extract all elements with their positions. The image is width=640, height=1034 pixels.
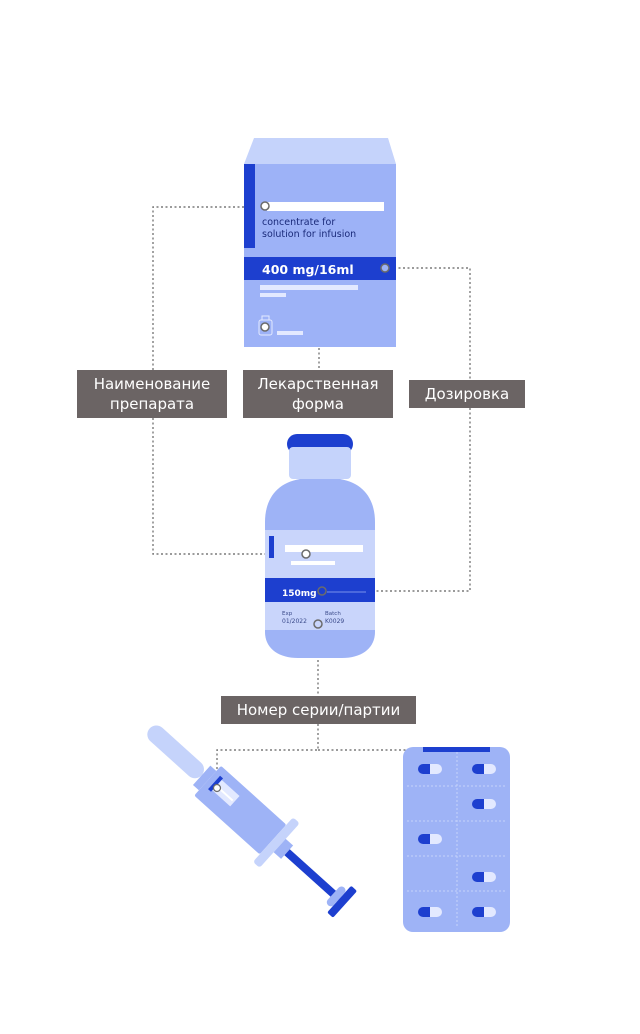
box-info-bar-1 xyxy=(260,285,358,290)
vial-strength: 150mg xyxy=(282,589,317,599)
blister-pills xyxy=(418,764,496,917)
vial-sub-bar xyxy=(291,561,335,565)
blister-pack xyxy=(403,747,510,932)
label-product-name-text: Наименование препарата xyxy=(93,375,211,413)
vial-neck xyxy=(289,447,351,479)
marker-box-dose xyxy=(380,263,390,273)
label-batch-number: Номер серии/партии xyxy=(221,696,416,724)
box-strength-band xyxy=(244,257,396,280)
box-side-stripe xyxy=(244,164,255,248)
medicine-box: concentrate for solution for infusion 40… xyxy=(244,138,396,347)
vial-name-bar xyxy=(285,545,363,552)
box-top-flap xyxy=(244,138,396,164)
syringe-flange xyxy=(254,818,299,867)
vial-batch-label: Batch xyxy=(325,611,341,617)
syringe-window-line xyxy=(218,787,234,802)
box-form-bar xyxy=(277,331,303,335)
label-dosage-form-text: Лекарственная форма xyxy=(257,375,379,413)
label-dosage-form: Лекарственная форма xyxy=(243,370,393,418)
marker-box-form xyxy=(260,322,270,332)
marker-box-name xyxy=(260,201,270,211)
syringe-plunger-head xyxy=(327,886,357,917)
box-info-bar-2 xyxy=(260,293,286,297)
box-name-bar xyxy=(267,202,384,211)
marker-vial-name xyxy=(301,549,311,559)
box-strength: 400 mg/16ml xyxy=(262,262,354,277)
connector-name-box xyxy=(152,206,262,370)
connector-batch-items xyxy=(216,724,319,785)
marker-vial-dose xyxy=(317,586,327,596)
syringe-needle-cap xyxy=(147,725,204,779)
box-description-line1: concentrate for xyxy=(262,217,335,228)
connector-lines xyxy=(152,206,471,785)
syringe-plunger-pad xyxy=(326,886,346,907)
syringe-hub xyxy=(192,765,217,791)
label-dosage: Дозировка xyxy=(409,380,525,408)
syringe xyxy=(147,725,357,917)
label-product-name: Наименование препарата xyxy=(77,370,227,418)
connector-name-vial xyxy=(152,418,306,555)
blister-card xyxy=(403,747,510,932)
label-batch-number-text: Номер серии/партии xyxy=(236,701,401,719)
vial-exp-value: 01/2022 xyxy=(282,618,307,625)
syringe-window-stripe xyxy=(208,775,224,792)
vial-exp-label: Exp xyxy=(282,611,293,617)
vial-icon xyxy=(258,315,273,336)
box-description-line2: solution for infusion xyxy=(262,229,356,240)
marker-vial-batch xyxy=(313,619,323,629)
vial-label-stripe xyxy=(269,536,274,558)
blister-grid-lines xyxy=(407,752,506,928)
blister-top-stripe xyxy=(423,747,490,752)
syringe-plunger-ring xyxy=(273,838,294,859)
connector-dose-box xyxy=(385,267,471,380)
medicine-vial: 150mg Exp 01/2022 Batch K0029 xyxy=(265,434,375,658)
syringe-plunger-rod xyxy=(284,849,342,903)
vial-batch-value: K0029 xyxy=(325,618,344,625)
label-dosage-text: Дозировка xyxy=(424,385,510,403)
marker-syringe-batch xyxy=(212,783,222,793)
